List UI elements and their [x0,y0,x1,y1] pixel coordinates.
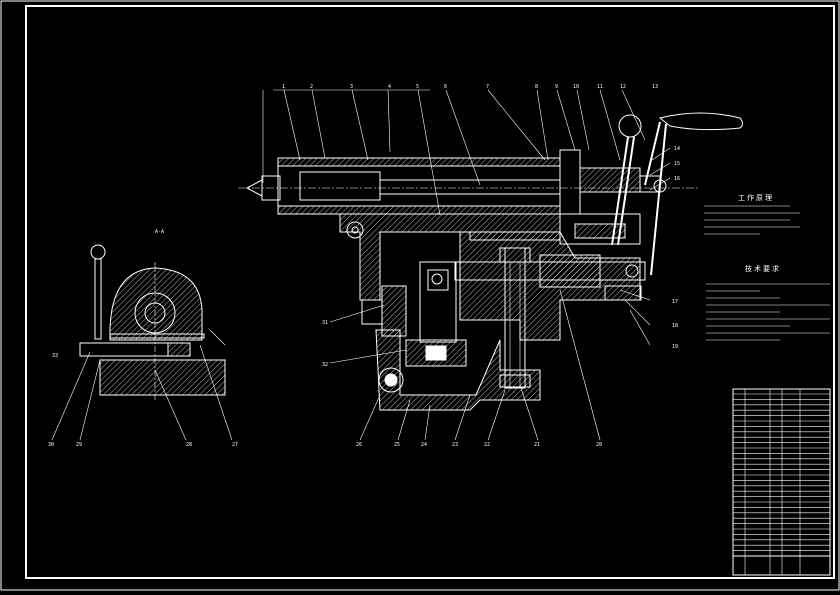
part-label: 2 [310,84,313,90]
part-label: 29 [76,442,82,448]
part-label: 15 [674,161,680,167]
part-label: 10 [573,84,579,90]
part-label: 7 [486,84,489,90]
part-label: 24 [421,442,427,448]
parts-list-table [732,388,831,576]
part-label: 13 [652,84,658,90]
part-label: 19 [672,344,678,350]
part-label: 27 [232,442,238,448]
part-label: 5 [416,84,419,90]
part-label: 23 [452,442,458,448]
part-label: 3 [350,84,353,90]
part-label: 31 [322,320,328,326]
notes-title-technical-requirements: 技术要求 [745,264,781,273]
part-labels-top: 1 2 3 4 5 6 7 8 9 10 11 12 13 [282,84,658,90]
part-label: 18 [672,323,678,329]
part-label: 25 [394,442,400,448]
part-label: 17 [672,299,678,305]
part-label: 21 [534,442,540,448]
part-label: 20 [596,442,602,448]
part-label: 28 [186,442,192,448]
part-labels-right: 14 15 16 17 18 19 [672,146,680,350]
notes-title-working-principle: 工作原理 [738,193,774,202]
part-label: 33 [52,353,58,359]
notes-block: 工作原理 技术要求 [704,193,830,341]
section-title: A-A [155,229,164,235]
part-label: 4 [388,84,391,90]
part-labels-left: 31 32 33 [52,320,328,368]
inner-border [25,5,835,579]
section-a-a-view: A-A [51,229,233,441]
part-label: 14 [674,146,680,152]
part-label: 12 [620,84,626,90]
part-label: 11 [597,84,603,90]
part-labels-bottom: 20 21 22 23 24 25 26 27 28 29 30 [48,442,602,448]
part-label: 9 [555,84,558,90]
part-label: 22 [484,442,490,448]
part-label: 32 [322,362,328,368]
main-section-view [238,89,743,441]
part-label: 16 [674,176,680,182]
part-label: 26 [356,442,362,448]
part-label: 30 [48,442,54,448]
part-label: 6 [444,84,447,90]
part-label: 8 [535,84,538,90]
part-label: 1 [282,84,285,90]
